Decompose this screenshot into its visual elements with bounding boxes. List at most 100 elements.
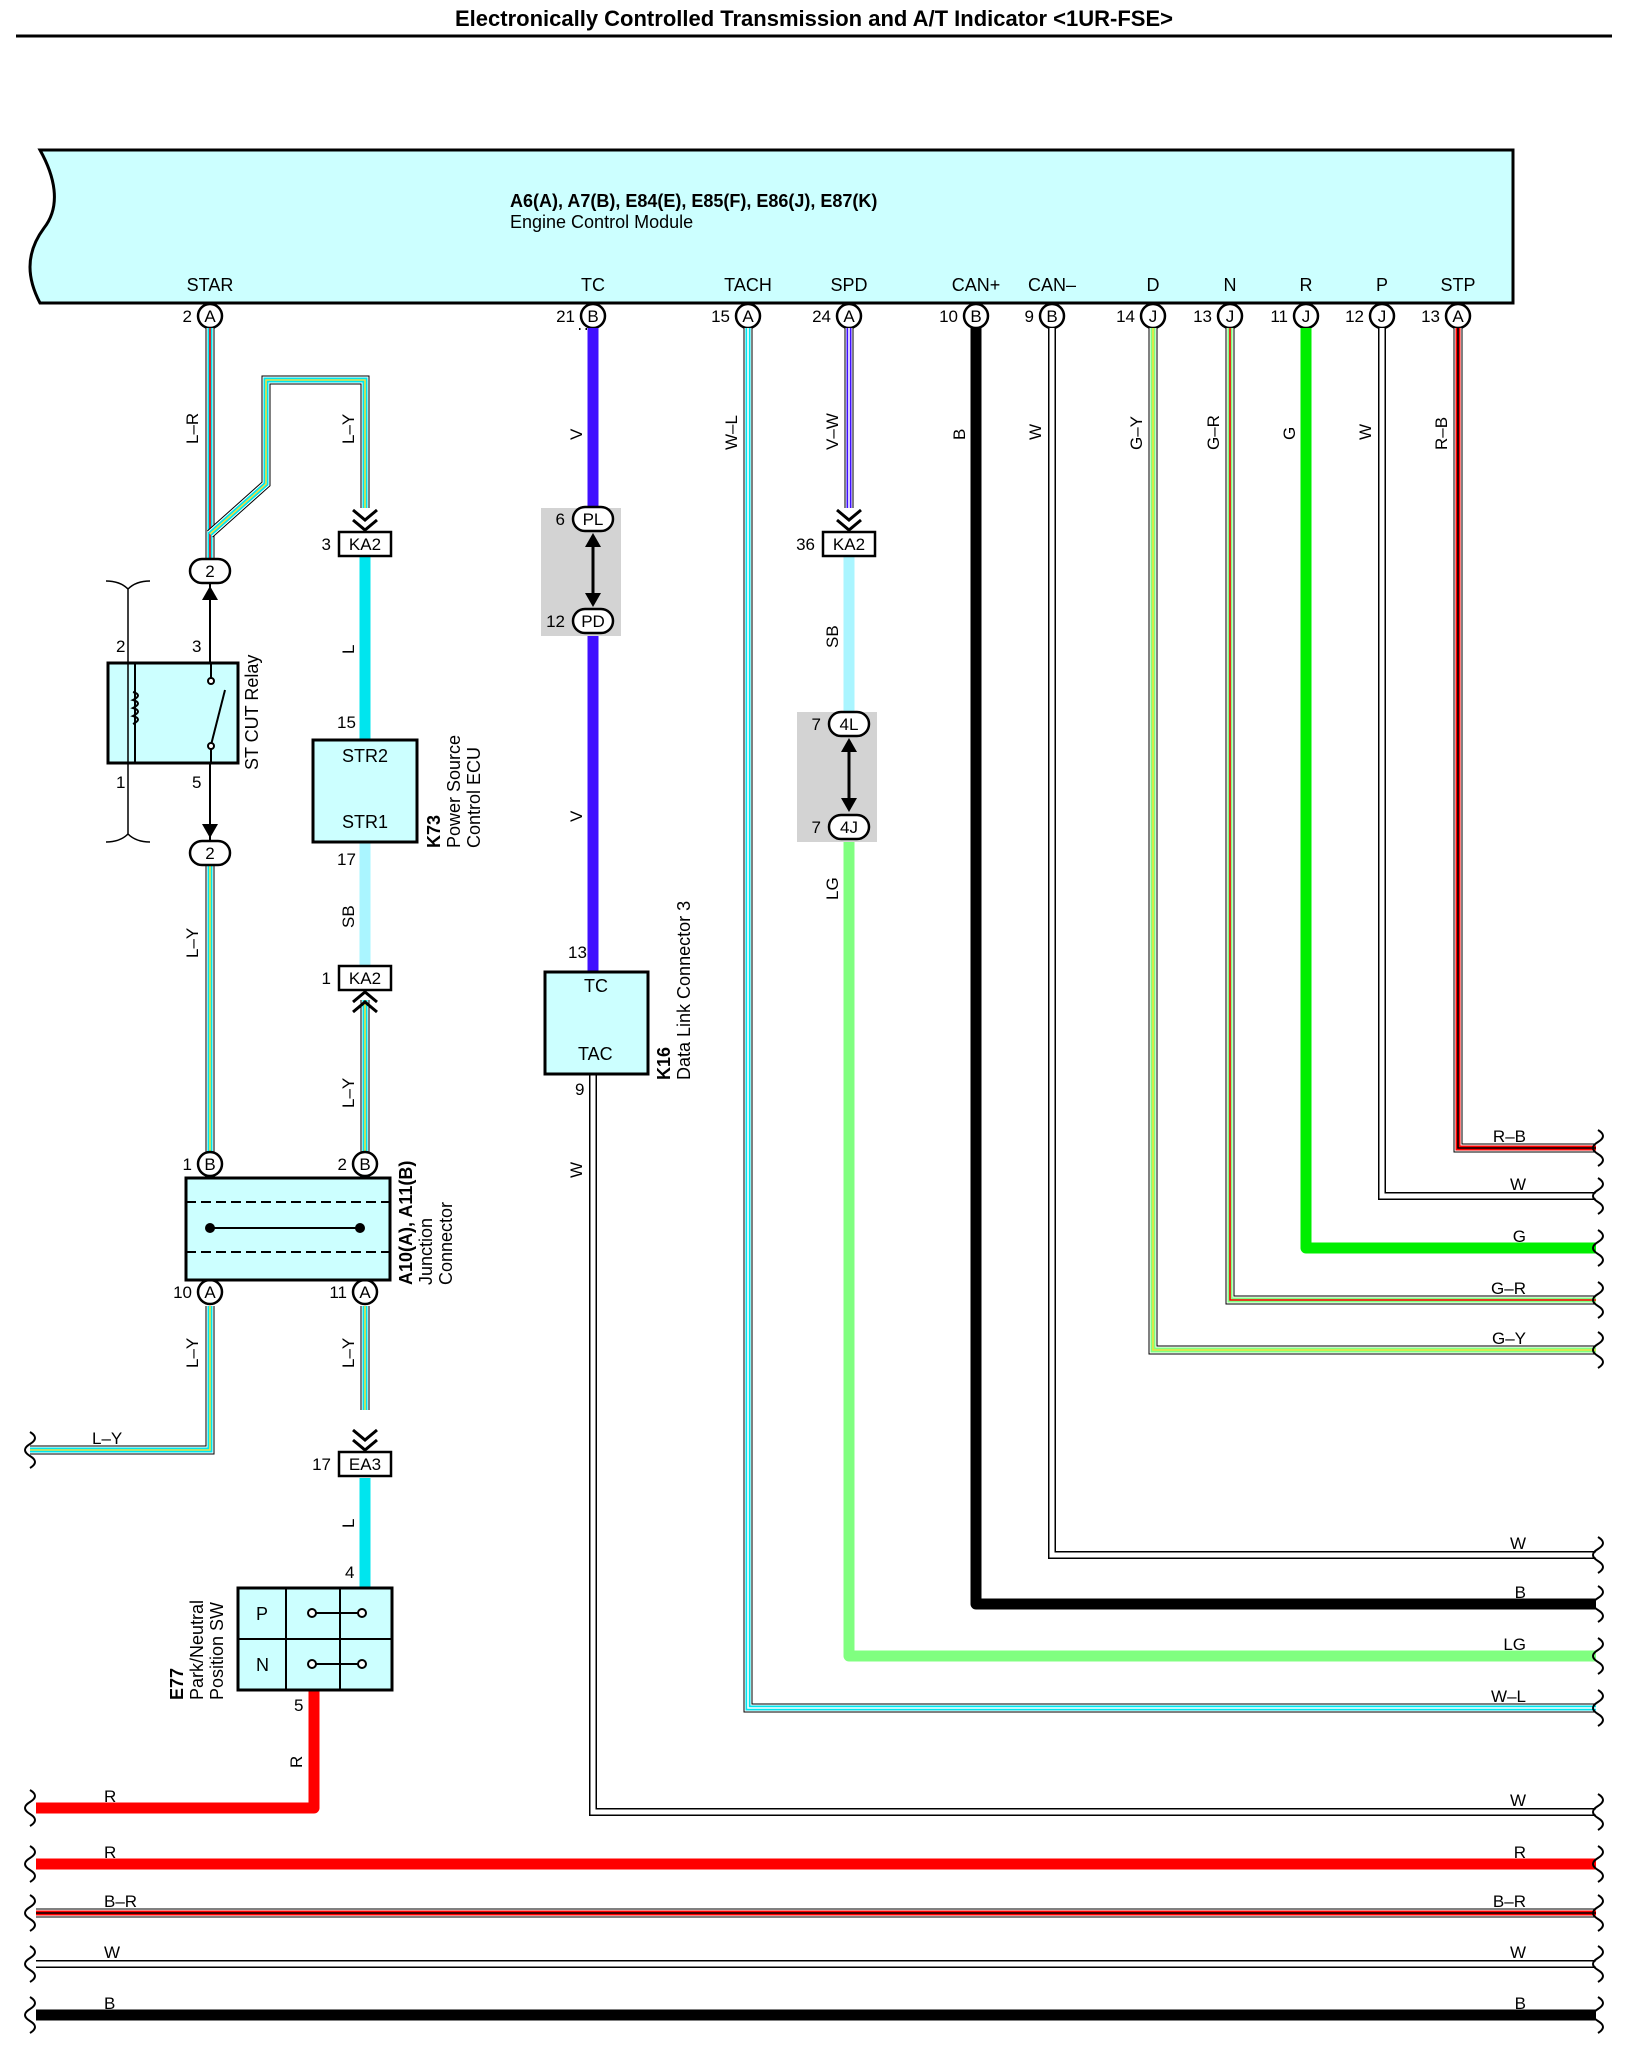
svg-text:7: 7 — [812, 715, 821, 734]
svg-text:A: A — [742, 307, 754, 326]
break-right-3 — [1592, 1281, 1604, 1319]
svg-text:KA2: KA2 — [833, 535, 865, 554]
svg-text:KA2: KA2 — [349, 969, 381, 988]
label-r: G — [1280, 427, 1299, 440]
svg-text:R: R — [1300, 275, 1313, 295]
svg-text:17: 17 — [312, 1455, 331, 1474]
label-l1: L — [339, 645, 358, 654]
label-canp: B — [950, 429, 969, 440]
svg-text:13: 13 — [1193, 307, 1212, 326]
ecm-name: Engine Control Module — [510, 212, 693, 232]
bus-label-left-0: R — [104, 1787, 116, 1806]
right-label-7: LG — [1503, 1635, 1526, 1654]
svg-text:12: 12 — [546, 612, 565, 631]
pnsw-n: N — [256, 1655, 269, 1675]
svg-text:J: J — [1149, 307, 1158, 326]
relay-pin-5: 5 — [192, 773, 201, 792]
svg-text:7: 7 — [812, 818, 821, 837]
right-label-9: W — [1510, 1791, 1526, 1810]
svg-text:PL: PL — [583, 510, 604, 529]
psecu-id: K73 — [424, 815, 444, 848]
break-right-6 — [1592, 1585, 1604, 1623]
relay-pin-2: 2 — [116, 637, 125, 656]
bus-label-right-4: B — [1515, 1994, 1526, 2013]
svg-text:D: D — [1147, 275, 1160, 295]
svg-text:B: B — [359, 1155, 370, 1174]
svg-text:2: 2 — [183, 307, 192, 326]
wire-r-pnsw — [36, 1690, 320, 1814]
pnsw-name-2: Position SW — [207, 1602, 227, 1700]
svg-text:6: 6 — [556, 510, 565, 529]
svg-text:A: A — [843, 307, 855, 326]
break-right-13 — [1592, 1996, 1604, 2034]
label-tc-v2: V — [567, 810, 586, 822]
dlc-pin-13: 13 — [568, 943, 587, 962]
connector-ka2-pin36: KA2 36 — [796, 530, 877, 558]
psecu-str2: STR2 — [342, 746, 388, 766]
wire-d-g-y — [1148, 328, 1596, 1355]
right-label-8: W–L — [1491, 1687, 1526, 1706]
jc-pin-2: B2 — [338, 1150, 379, 1178]
label-l2: L — [339, 1519, 358, 1528]
label-spd: V–W — [823, 413, 842, 450]
svg-text:J: J — [1226, 307, 1235, 326]
ecm-terminal-d: DJ 14 — [1116, 275, 1167, 330]
ecm-terminal-r: RJ 11 — [1270, 275, 1320, 330]
wire-p-w — [1378, 328, 1596, 1200]
break-right-12 — [1592, 1945, 1604, 1983]
svg-text:CAN–: CAN– — [1028, 275, 1076, 295]
label-r-pn: R — [287, 1756, 306, 1768]
svg-text:2: 2 — [338, 1155, 347, 1174]
st-cut-relay: 2 3 1 5 ST CUT Relay — [105, 580, 262, 843]
svg-text:SPD: SPD — [830, 275, 867, 295]
svg-text:15: 15 — [711, 307, 730, 326]
break-left-5 — [24, 1996, 36, 2034]
pnsw-name-1: Park/Neutral — [187, 1600, 207, 1700]
break-right-5 — [1592, 1536, 1604, 1574]
power-source-control-ecu: STR2 STR1 15 17 K73 Power Source Control… — [311, 713, 484, 869]
label-star: L–R — [183, 413, 202, 444]
psecu-pin-17: 17 — [337, 850, 356, 869]
bus-label-left-3: W — [104, 1943, 120, 1962]
svg-text:J: J — [1302, 307, 1311, 326]
break-left-2 — [24, 1845, 36, 1883]
break-right-11 — [1592, 1894, 1604, 1932]
break-right-4 — [1592, 1331, 1604, 1369]
break-right-2 — [1592, 1229, 1604, 1267]
break-left-4 — [24, 1945, 36, 1983]
svg-text:J: J — [1378, 307, 1387, 326]
label-d: G–Y — [1127, 416, 1146, 450]
dlc-id: K16 — [654, 1047, 674, 1080]
wire-canp-b — [970, 328, 1596, 1610]
psecu-name-1: Power Source — [444, 735, 464, 848]
chevron-ka2-pin3 — [352, 508, 378, 532]
svg-text:36: 36 — [796, 535, 815, 554]
ecm-terminals: STARA2TCB21TACHA15SPDA24CAN+B10CAN–B9DJ1… — [183, 275, 1476, 330]
pnsw-id: E77 — [167, 1668, 187, 1700]
break-left-0 — [24, 1431, 36, 1469]
bus-label-left-1: R — [104, 1843, 116, 1862]
svg-text:4L: 4L — [840, 715, 859, 734]
connector-4l: 4L 7 — [812, 710, 871, 738]
svg-text:11: 11 — [1270, 307, 1288, 326]
svg-text:2: 2 — [205, 562, 214, 581]
right-label-2: G — [1513, 1227, 1526, 1246]
right-label-4: G–Y — [1492, 1329, 1526, 1348]
svg-text:B: B — [970, 307, 981, 326]
right-label-5: W — [1510, 1534, 1526, 1553]
bus-label-right-1: R — [1514, 1843, 1526, 1862]
right-label-1: W — [1510, 1175, 1526, 1194]
svg-text:14: 14 — [1116, 307, 1135, 326]
ecm-connectors: A6(A), A7(B), E84(E), E85(F), E86(J), E8… — [510, 191, 877, 211]
jc-id: A10(A), A11(B) — [396, 1161, 416, 1285]
wire-r-g — [1300, 328, 1596, 1254]
